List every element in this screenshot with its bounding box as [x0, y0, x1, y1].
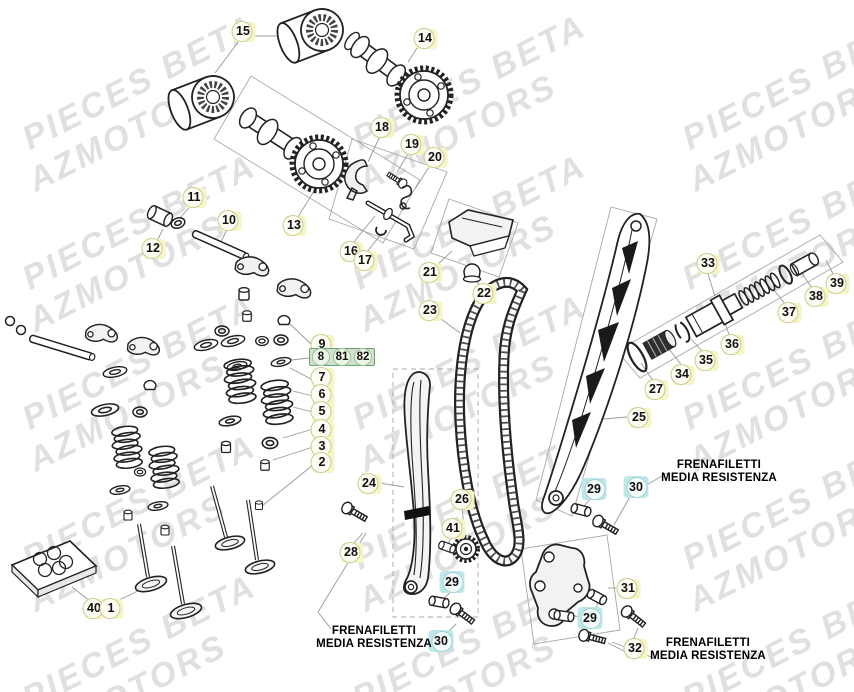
note-line2: MEDIA RESISTENZA [650, 650, 766, 662]
callout-14: 14 [413, 27, 438, 49]
tensioner-assembly [626, 252, 820, 373]
note-line1: FRENAFILETTI [665, 637, 751, 649]
cam-sprocket-intake [289, 134, 349, 194]
box-chain-guide-top [430, 198, 519, 278]
valve [169, 545, 203, 620]
valve [210, 485, 246, 551]
chain-guide-blade [403, 371, 432, 595]
callout-15: 15 [231, 20, 256, 42]
note-line2: MEDIA RESISTENZA [661, 472, 777, 484]
callout-5: 5 [310, 400, 335, 422]
callout-30: 30 [623, 476, 649, 498]
tensioner-spring [738, 272, 781, 306]
callout-21: 21 [418, 261, 443, 283]
shim-plate [10, 540, 98, 599]
callout-13: 13 [282, 214, 307, 236]
callout-1: 1 [99, 597, 124, 619]
callout-20: 20 [423, 146, 448, 168]
callout-39: 39 [825, 272, 850, 294]
callout-22: 22 [472, 282, 497, 304]
valve [134, 523, 168, 593]
callout-23: 23 [418, 299, 443, 321]
callout-38: 38 [804, 285, 829, 307]
callout-18: 18 [370, 116, 395, 138]
decomp-weight [344, 159, 369, 201]
threadlocker-note: FRENAFILETTI MEDIA RESISTENZA [295, 625, 453, 651]
needle-bearing-lower [167, 75, 235, 131]
callout-24: 24 [357, 472, 382, 494]
box-tensioner [616, 234, 844, 379]
threadlocker-note: FRENAFILETTI MEDIA RESISTENZA [629, 637, 787, 663]
callout-8: 8 [311, 348, 331, 366]
callout-29: 29 [581, 478, 607, 500]
callout-2: 2 [310, 451, 335, 473]
callout-32: 32 [623, 637, 648, 659]
cam-sprocket-exhaust [394, 65, 454, 125]
callout-29: 29 [439, 571, 465, 593]
note-line2: MEDIA RESISTENZA [316, 638, 432, 650]
callout-3: 3 [310, 435, 335, 457]
note-line1: FRENAFILETTI [676, 459, 762, 471]
callout-28: 28 [339, 541, 364, 563]
callout-82: 82 [353, 348, 373, 366]
decomp-shaft [365, 200, 416, 243]
callout-12: 12 [141, 237, 166, 259]
callout-35: 35 [694, 349, 719, 371]
callout-26: 26 [450, 488, 475, 510]
camshaft-intake [238, 107, 349, 194]
callout-29: 29 [577, 607, 603, 629]
callout-7: 7 [310, 366, 335, 388]
tensioner-circlip [674, 320, 691, 343]
tensioner-washer [778, 264, 793, 285]
flange-nut [462, 263, 482, 283]
callout-27: 27 [644, 378, 669, 400]
valve [244, 499, 276, 575]
callout-33: 33 [696, 252, 721, 274]
threadlocker-note: FRENAFILETTI MEDIA RESISTENZA [640, 459, 798, 485]
tensioner-gasket [626, 341, 648, 373]
decomp-spring [400, 184, 413, 210]
tensioner-body [684, 292, 744, 338]
chain-guide-top [448, 209, 514, 283]
tensioner-pin [789, 252, 820, 277]
callout-19: 19 [400, 133, 425, 155]
box-guide-blade [392, 368, 479, 618]
callout-34: 34 [670, 363, 695, 385]
box-decompressor [328, 138, 448, 250]
camshaft-exhaust [344, 31, 454, 125]
tensioner-blade [541, 212, 651, 515]
callout-31: 31 [616, 577, 641, 599]
callout-10: 10 [217, 209, 242, 231]
chain-bracket [529, 543, 591, 627]
callout-30: 30 [428, 630, 454, 652]
note-line1: FRENAFILETTI [331, 625, 417, 637]
callout-17: 17 [353, 249, 378, 271]
needle-bearing-upper [276, 8, 344, 64]
callout-36: 36 [720, 333, 745, 355]
tappet-12 [146, 204, 174, 228]
callout-25: 25 [627, 406, 652, 428]
callout-11: 11 [182, 186, 207, 208]
decompressor-group [344, 159, 416, 243]
box-bracket [520, 534, 621, 645]
callout-4: 4 [310, 418, 335, 440]
callout-81: 81 [332, 348, 352, 366]
decomp-clip [375, 226, 387, 236]
callout-37: 37 [777, 301, 802, 323]
tensioner-knurl [642, 329, 677, 360]
callout-41: 41 [441, 517, 466, 539]
box-camshaft-intake [213, 75, 421, 244]
valves [134, 485, 276, 620]
timing-chain [454, 276, 529, 567]
rocker-shaft-parts [4, 204, 314, 362]
small-sprocket-group [437, 535, 480, 563]
